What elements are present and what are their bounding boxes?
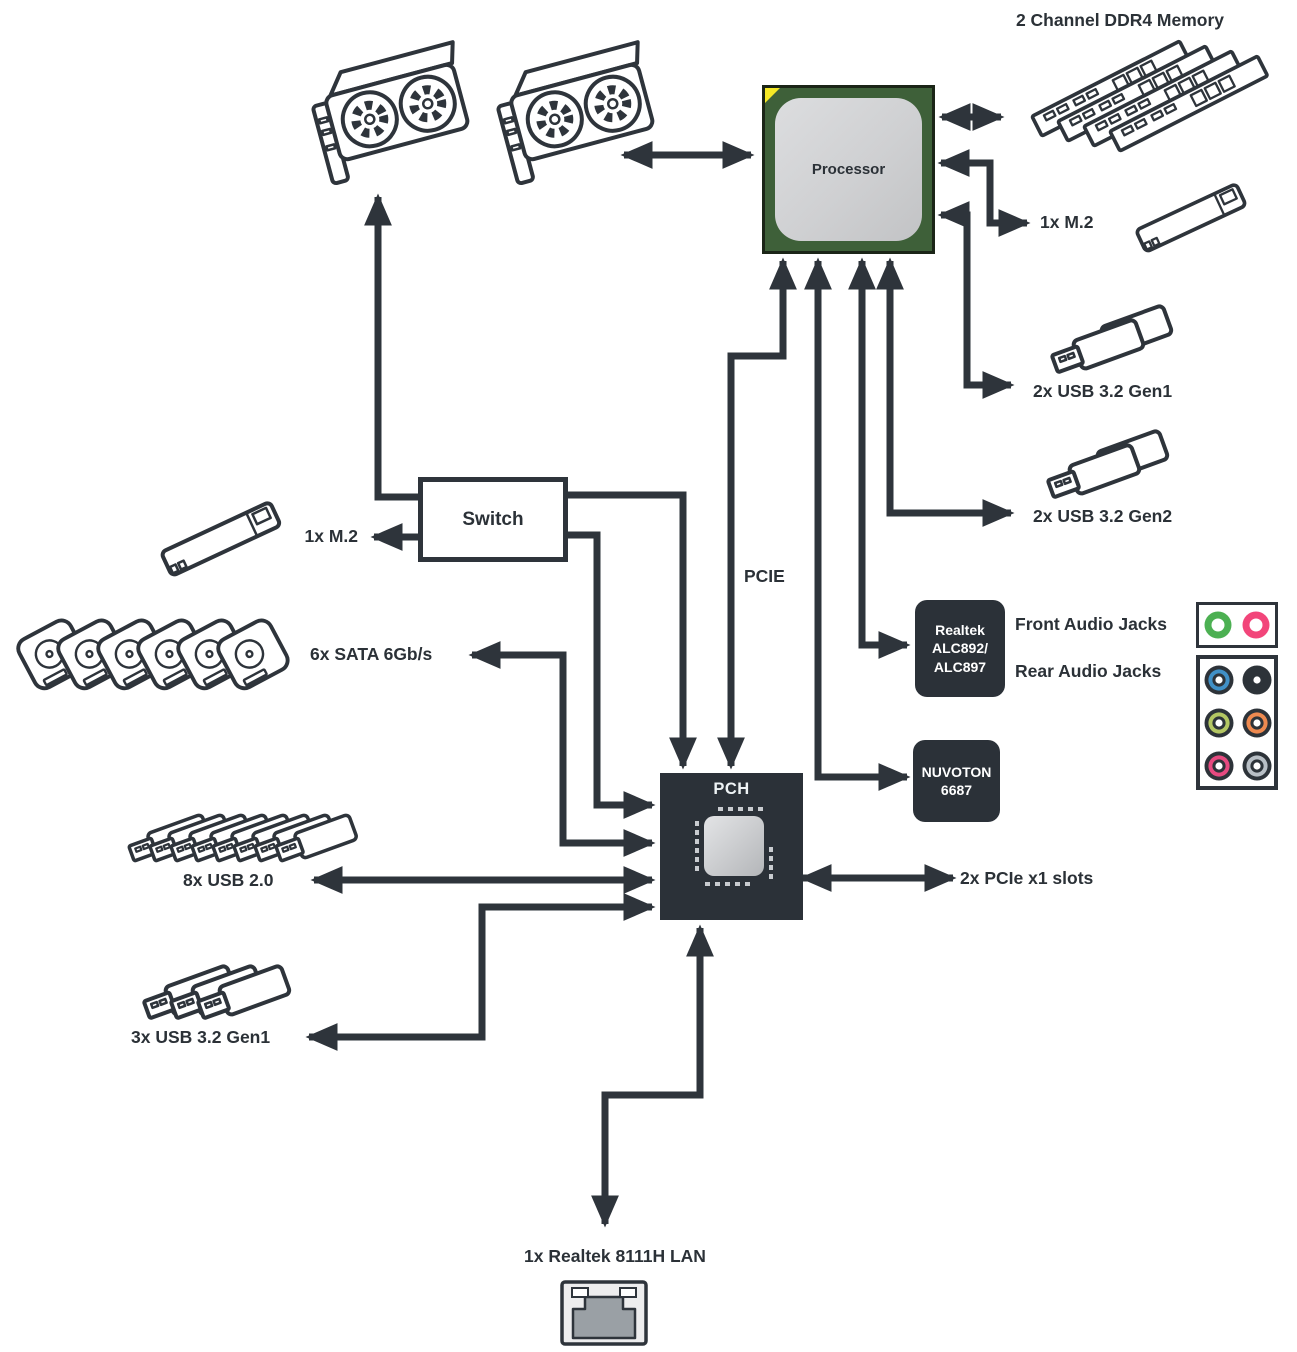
front-audio-label: Front Audio Jacks [1015,614,1168,634]
switch-label: Switch [462,508,524,530]
switch-node: Switch [418,477,568,562]
nuvoton-line2: 6687 [940,782,973,798]
front-audio-jacks-icon [1204,611,1270,639]
front-audio-jacks-panel [1196,602,1278,648]
processor-substrate: Processor [765,88,932,251]
audio-jack-front-pink-icon [1242,611,1270,639]
connector-switch-pch-top [568,491,697,770]
pch-node: PCH [660,773,803,920]
audio-jack-front-green-icon [1204,611,1232,639]
usb32-gen1-pch-label: 3x USB 3.2 Gen1 [131,1027,271,1047]
pin1-corner-marker-icon [765,88,780,103]
pch-chip-icon [695,807,773,886]
connector-cpu-nuvoton [804,257,911,791]
realtek-line1: Realtek [935,622,985,639]
nuvoton-line1: NUVOTON [921,763,992,780]
lan-label: 1x Realtek 8111H LAN [524,1246,706,1266]
rear-audio-jacks-panel [1196,655,1278,790]
rear-audio-jacks-icon [1204,665,1272,781]
realtek-audio-node: Realtek ALC892/ ALC897 [915,600,1005,697]
m2-switch-label: 1x M.2 [304,526,359,546]
connector-cpu-audio [848,257,911,659]
usb32-gen1-cpu-label: 2x USB 3.2 Gen1 [1033,381,1173,401]
connector-pch-sata [468,641,656,857]
pcie-x1-label: 2x PCIe x1 slots [960,868,1094,888]
connector-switch-pch-left [568,531,656,819]
audio-jack-rear-blue-icon [1204,665,1234,695]
rear-audio-label: Rear Audio Jacks [1015,661,1162,681]
processor-die: Processor [775,98,922,241]
ethernet-port-icon [560,1280,648,1346]
usb20-label: 8x USB 2.0 [183,870,274,890]
nuvoton-node: NUVOTON 6687 [913,740,1000,822]
audio-jack-rear-black-icon [1242,665,1272,695]
hard-disk-drives-x6-icon [12,614,294,694]
connector-pch-lan [591,924,714,1228]
realtek-line2: ALC892/ [931,640,989,657]
audio-jack-rear-silver-icon [1242,751,1272,781]
usb32-gen2-cpu-label: 2x USB 3.2 Gen2 [1033,506,1173,526]
pcie-label: PCIE [744,566,785,586]
audio-jack-rear-lime-icon [1204,708,1234,738]
connector-cpu-usb32gen1 [937,201,1015,399]
processor-label: Processor [811,161,886,178]
pch-label: PCH [713,780,750,798]
audio-jack-rear-orange-icon [1242,708,1272,738]
audio-jack-rear-pink-icon [1204,751,1234,781]
connector-switch-gpu1 [364,193,418,501]
sata-label: 6x SATA 6Gb/s [310,644,433,664]
realtek-line3: ALC897 [933,658,987,675]
device-icons-layer [12,0,1270,1346]
processor-node: Processor [762,85,935,254]
connector-cpu-pch-pcie [717,257,797,770]
connector-pch-usb32gen1 [305,893,656,1051]
memory-label: 2 Channel DDR4 Memory [1015,10,1225,30]
connector-cpu-usb32gen2 [876,257,1015,527]
m2-cpu-label: 1x M.2 [1040,212,1094,232]
